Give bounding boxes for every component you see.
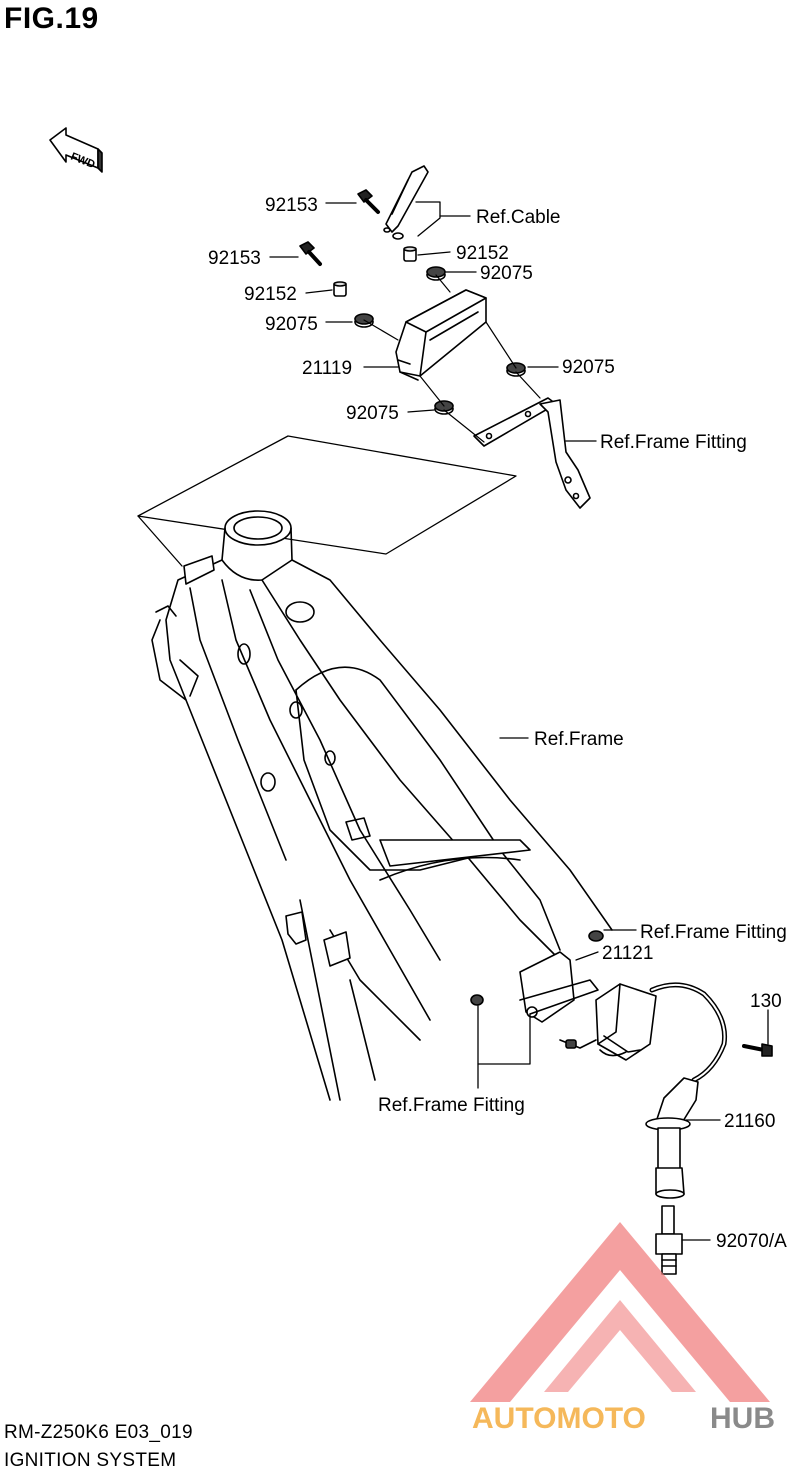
frame-location-outline [137,435,517,555]
spark-plug-92070a [655,1205,683,1275]
damper-92075-bottom-icon [434,400,454,415]
collar-92152-right-icon [403,246,417,262]
cable-strap [383,165,429,240]
model-code: RM-Z250K6 E03_019 [4,1422,193,1443]
callout-damper-92075-bottom: 92075 [346,403,399,424]
plug-cap-21160 [645,1077,699,1199]
bolt-92153-top-icon [357,189,380,214]
damper-92075-left-icon [354,313,374,328]
motorcycle-frame [151,510,613,1101]
ignition-coil-21121 [470,930,728,1083]
fwd-arrow-icon: FWD [49,127,103,173]
cdi-unit-21119 [395,289,487,381]
callout-damper-92075-right: 92075 [562,357,615,378]
callout-ref-frame-fitting-bottom: Ref.Frame Fitting [378,1095,525,1116]
callout-damper-92075-left: 92075 [265,314,318,335]
callout-ignition-coil-21121: 21121 [602,943,653,964]
watermark-part2: HUB [710,1402,775,1435]
callout-ref-frame: Ref.Frame [534,729,624,750]
cdi-bracket [473,397,591,509]
bolt-130-icon [742,1043,773,1057]
callout-bolt-130: 130 [750,991,782,1012]
callout-collar-92152-right: 92152 [456,243,509,264]
automotohub-watermark-logo: AUTOMOTO HUB [470,1222,775,1435]
damper-92075-top-icon [426,266,446,281]
watermark-part1: AUTOMOTO [472,1402,646,1435]
callout-damper-92075-top: 92075 [480,263,533,284]
callout-ref-frame-fitting-top: Ref.Frame Fitting [600,432,747,453]
callout-spark-plug-92070a: 92070/A [716,1231,787,1252]
callout-ref-frame-fitting-mid: Ref.Frame Fitting [640,922,787,943]
callout-collar-92152-left: 92152 [244,284,297,305]
assembly-lines [363,274,541,443]
callout-cdi-unit-21119: 21119 [302,358,352,379]
damper-92075-right-icon [506,362,526,377]
collar-92152-left-icon [333,281,347,297]
bolt-92153-left-icon [299,241,322,266]
callout-plug-cap-21160: 21160 [724,1111,775,1132]
callout-ref-cable: Ref.Cable [476,207,561,228]
callout-bolt-92153-top: 92153 [265,195,318,216]
section-name: IGNITION SYSTEM [4,1450,177,1471]
figure-title: FIG.19 [4,2,99,35]
callout-bolt-92153-left: 92153 [208,248,261,269]
callout-leaders [269,201,769,1241]
